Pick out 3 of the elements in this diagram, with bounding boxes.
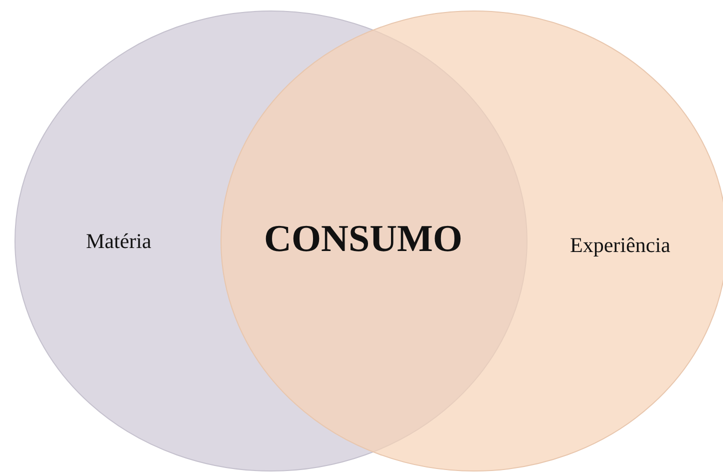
set-label: Matéria <box>86 229 152 254</box>
intersection-label: CONSUMO <box>264 217 462 261</box>
set-label: Experiência <box>570 233 670 258</box>
